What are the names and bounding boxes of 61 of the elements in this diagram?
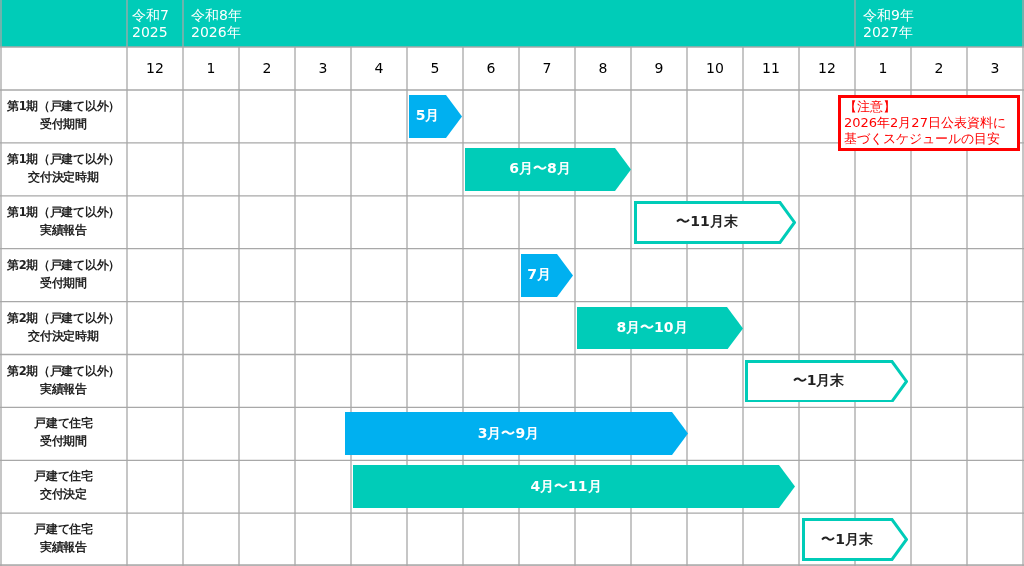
year-label: 2025 [132, 24, 168, 40]
row-label: 第1期（戸建て以外） [6, 204, 121, 220]
row-label: 戸建て住宅 [33, 522, 94, 538]
month-label: 8 [597, 60, 609, 76]
month-label: 9 [653, 60, 665, 76]
year-label: 令和7 [132, 7, 169, 23]
year-label: 2026年 [191, 24, 241, 40]
row-label: 実績報告 [39, 540, 88, 556]
row-label: 受付期間 [39, 117, 88, 132]
gantt-bar [465, 147, 631, 191]
month-label: 5 [429, 60, 441, 76]
row-label: 第2期（戸建て以外） [6, 363, 121, 379]
month-label: 1 [877, 60, 889, 76]
month-label: 12 [817, 60, 837, 76]
month-label: 10 [705, 60, 725, 76]
row-label: 実績報告 [39, 222, 88, 238]
note-box [838, 95, 1020, 151]
month-label: 3 [317, 60, 329, 76]
bar-label: 6月〜8月 [508, 159, 572, 179]
month-label: 2 [933, 60, 945, 76]
gantt-bar [521, 253, 573, 297]
row-label: 戸建て住宅 [33, 469, 94, 485]
row-label: 受付期間 [39, 434, 88, 450]
row-label: 交付決定時期 [27, 169, 100, 185]
gantt-bar [634, 200, 796, 244]
row-label: 戸建て住宅 [33, 416, 94, 432]
year-label: 令和9年 [863, 7, 914, 23]
row-label: 交付決定 [39, 487, 88, 503]
bar-label: 〜1月末 [820, 529, 874, 549]
note-text: 【注意】 [844, 99, 897, 115]
row-label: 第1期（戸建て以外） [6, 151, 121, 167]
gantt-bar [353, 465, 795, 509]
month-label: 12 [145, 60, 165, 76]
gantt-bar [745, 359, 908, 403]
row-label: 実績報告 [39, 381, 88, 397]
note-text: 2026年2月27日公表資料に基づくスケジュールの目安 [844, 115, 1007, 147]
bar-label: 〜11月末 [675, 212, 739, 232]
bar-label: 〜1月末 [791, 370, 846, 390]
bar-label: 4月〜11月 [529, 476, 603, 496]
month-label: 1 [205, 60, 217, 76]
month-label: 3 [989, 60, 1001, 76]
month-label: 2 [261, 60, 273, 76]
bar-label: 3月〜9月 [476, 423, 541, 443]
month-label: 7 [541, 60, 553, 76]
bar-label: 5月 [414, 106, 441, 126]
row-label: 第2期（戸建て以外） [6, 257, 121, 273]
row-label: 第2期（戸建て以外） [6, 310, 121, 326]
month-label: 11 [761, 60, 781, 76]
row-label: 受付期間 [39, 275, 88, 291]
year-label: 令和8年 [191, 7, 242, 23]
month-label: 4 [373, 60, 385, 76]
gantt-bar [577, 306, 743, 350]
gantt-bar [802, 518, 908, 562]
bar-label: 8月〜10月 [615, 318, 689, 338]
bar-label: 7月 [526, 265, 552, 285]
gantt-bar [345, 412, 688, 456]
year-label: 2027年 [863, 24, 913, 40]
gantt-bar [409, 95, 462, 138]
month-label: 6 [485, 60, 497, 76]
row-label: 第1期（戸建て以外） [6, 99, 121, 114]
row-label: 交付決定時期 [27, 328, 100, 344]
